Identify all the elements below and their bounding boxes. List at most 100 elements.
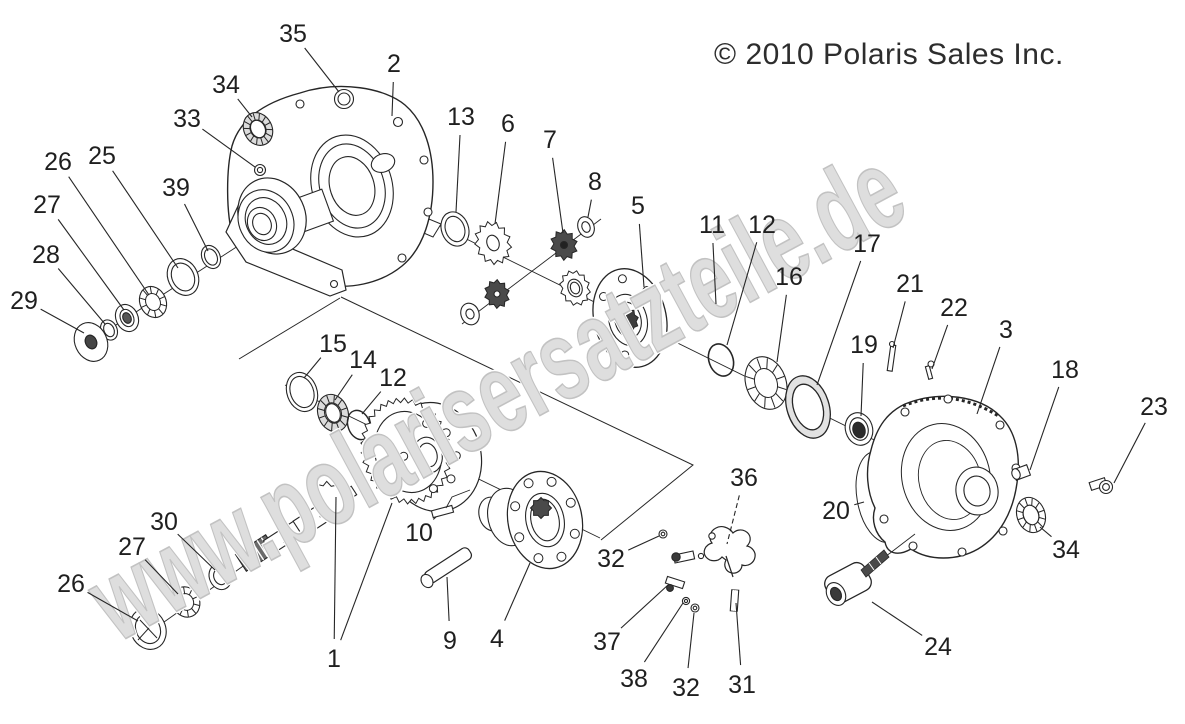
part-shape	[430, 504, 455, 519]
part-shape	[963, 475, 991, 507]
part-shape	[1033, 524, 1038, 532]
part-shape	[265, 132, 272, 137]
part-shape	[888, 340, 896, 348]
part-shape	[252, 212, 272, 236]
part-shape	[252, 542, 265, 561]
part-shape	[103, 322, 115, 338]
part-shape	[770, 396, 776, 408]
part-shape	[493, 290, 501, 298]
part-shape	[341, 414, 349, 418]
part-shape	[192, 596, 199, 600]
bolt-hole	[617, 274, 627, 284]
part-shape	[776, 375, 785, 380]
part-shape	[569, 281, 581, 295]
bolt-hole	[644, 347, 654, 357]
part-shape	[337, 399, 343, 406]
part-shape	[329, 279, 339, 289]
part-shape	[1031, 498, 1033, 506]
part-shape	[172, 597, 179, 601]
bolt-hole	[441, 428, 451, 438]
part-shape	[326, 395, 330, 404]
bolt-hole	[446, 474, 456, 484]
part-shape	[998, 526, 1008, 536]
part-shape	[766, 358, 768, 370]
part-shape	[263, 135, 269, 143]
part-shape	[139, 619, 158, 639]
part-shape	[703, 526, 756, 574]
part-shape	[370, 153, 396, 173]
part-shape	[323, 420, 329, 427]
part-shape	[295, 99, 305, 109]
part-shape	[754, 392, 761, 402]
part-shape	[712, 307, 720, 315]
part-shape	[771, 364, 778, 374]
part-shape	[340, 296, 694, 541]
part-shape	[420, 573, 434, 589]
part-shape	[697, 552, 705, 560]
bolt-hole	[600, 325, 610, 335]
part-shape	[444, 215, 466, 243]
part-shape	[616, 306, 639, 333]
part-shape	[943, 394, 953, 404]
bolt-hole	[428, 484, 438, 494]
part-shape	[290, 534, 299, 549]
part-shape	[159, 296, 165, 300]
part-shape	[319, 415, 326, 419]
bolt-hole	[510, 501, 521, 512]
part-shape	[879, 514, 889, 524]
part-shape	[256, 540, 269, 558]
part-shape	[1016, 510, 1024, 514]
part-shape	[328, 156, 376, 216]
part-shape	[339, 485, 358, 503]
part-shape	[339, 419, 346, 426]
bolt-hole	[620, 350, 630, 360]
bolt-hole	[404, 428, 414, 438]
part-shape	[213, 568, 227, 586]
part-shape	[256, 166, 264, 174]
part-shape	[147, 308, 151, 315]
part-shape	[748, 364, 757, 374]
part-shape	[122, 312, 132, 324]
part-shape	[419, 155, 429, 165]
part-shape	[731, 589, 735, 611]
part-shape	[1022, 504, 1040, 526]
part-shape	[1029, 524, 1031, 532]
bolt-hole	[451, 451, 461, 461]
part-shape	[337, 92, 351, 106]
bolt-hole	[556, 551, 567, 562]
part-shape	[261, 116, 266, 123]
part-shape	[149, 286, 152, 294]
part-shape	[160, 303, 167, 307]
part-shape	[777, 386, 787, 391]
part-shape	[418, 442, 438, 468]
part-shape	[1019, 502, 1025, 509]
part-shape	[875, 556, 882, 565]
part-shape	[260, 137, 264, 145]
part-shape	[775, 392, 784, 402]
copyright-text: © 2010 Polaris Sales Inc.	[714, 38, 1064, 71]
part-shape	[177, 593, 195, 611]
part-shape	[283, 529, 292, 544]
part-shape	[173, 604, 180, 608]
part-shape	[1024, 498, 1029, 506]
bolt-hole	[546, 476, 557, 487]
part-shape	[927, 360, 935, 368]
bolt-hole	[642, 286, 652, 296]
part-shape	[423, 207, 433, 217]
part-shape	[860, 549, 890, 578]
part-shape	[1102, 483, 1110, 491]
part-shape	[1011, 468, 1021, 480]
part-shape	[868, 562, 875, 571]
part-shape	[1037, 521, 1043, 528]
part-shape	[529, 496, 553, 520]
part-shape	[995, 420, 1005, 430]
part-shape	[141, 304, 147, 308]
part-shape	[155, 289, 159, 296]
part-shape	[256, 137, 258, 145]
part-shape	[753, 368, 779, 398]
part-shape	[183, 587, 186, 594]
part-shape	[486, 234, 500, 252]
part-shape	[764, 396, 766, 408]
part-shape	[84, 334, 98, 350]
part-shape	[745, 375, 755, 380]
